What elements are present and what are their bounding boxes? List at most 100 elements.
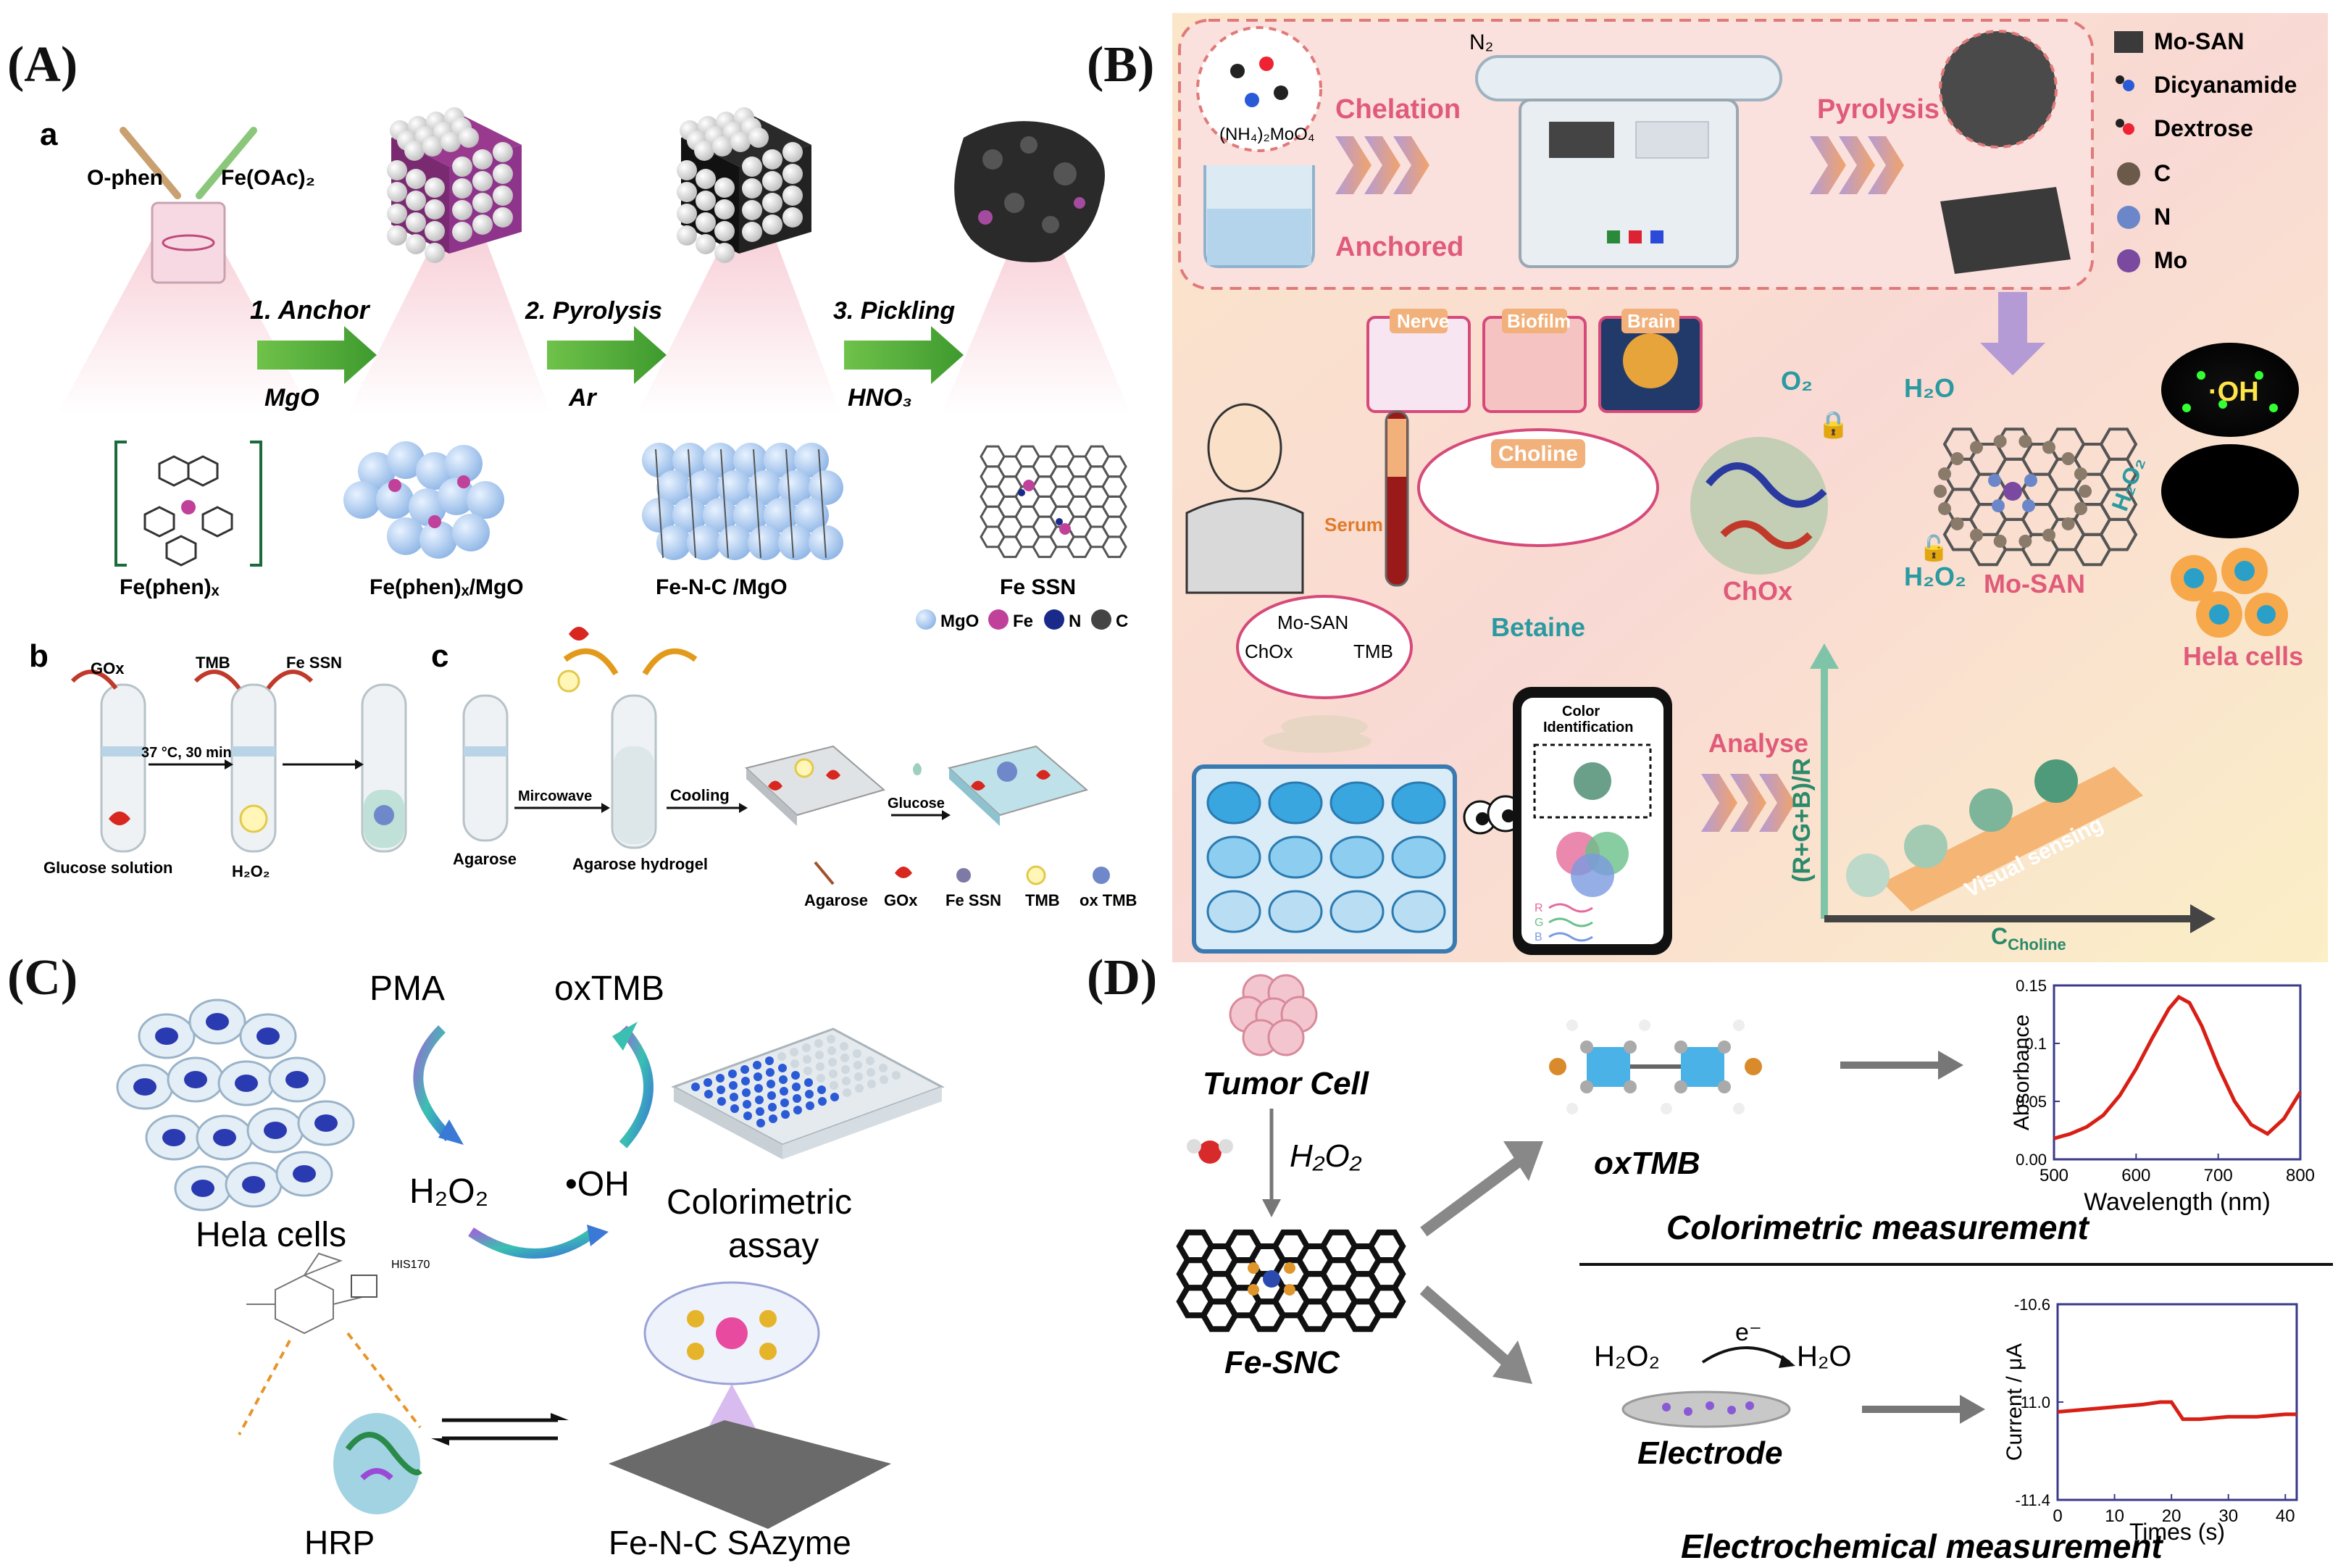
c-h2o2-label: H₂O₂ [409,1172,488,1211]
choline-label: Choline [1498,442,1578,466]
precursor-beaker [1196,26,1322,268]
x-tick-label: 10 [2105,1506,2124,1526]
step3-bottom: HNO₃ [848,384,912,412]
pyrolysis-label: Pyrolysis [1817,94,1940,125]
legend-mo: Mo [2154,247,2187,273]
sub-label-a: a [40,117,58,152]
hela-cells-cluster [116,998,355,1212]
porous-carbon [954,121,1105,262]
b-glucose-solution: Glucose solution [43,859,172,877]
oh-fluorescence [2161,343,2299,538]
chart-line [2053,994,2302,1140]
panel-b-legend [2114,31,2143,272]
fe-n-c-mgo-spheres [642,443,843,560]
step-arrow-2 [547,326,667,384]
o2-label: O₂ [1781,366,1813,396]
x-tick-label: 600 [2121,1166,2150,1185]
x-tick-label: 500 [2040,1166,2068,1185]
oxtmb-molecule [1549,1019,1762,1114]
b-fessn: Fe SSN [286,654,342,672]
step1-bottom: MgO [264,384,320,412]
svg-text:C: C [1116,612,1128,631]
x-tick-label: 0 [2053,1506,2062,1526]
visual-sensing-axes [1810,643,2216,933]
structure-label-2: Fe(phen)ₓ/MgO [370,575,524,599]
rgb-g: G [1535,917,1543,929]
color-id-2: Identification [1543,720,1633,735]
c-legend-oxtmb: ox TMB [1080,891,1137,909]
cur-ylabel: Current / μA [2003,1343,2026,1461]
legend-dicyanamide: Dicyanamide [2154,72,2297,98]
abs-ylabel: Absorbance [2010,1014,2034,1130]
reaction-beaker [120,127,257,284]
b-gox: GOx [91,659,125,677]
y-tick-label: 0.15 [2016,977,2047,995]
fe-phen-mgo-spheres [343,441,504,559]
precursor-label: (NH₄)₂MoO₄ [1219,125,1315,144]
c-legend [814,861,1110,885]
c-colorimetric-2: assay [728,1227,819,1265]
analyse-chevrons [1701,774,1795,832]
analyse-label: Analyse [1708,728,1808,758]
svg-text:Fe: Fe [1013,612,1033,631]
panel-label-b: (B) [1087,37,1155,93]
his-label: HIS170 [391,1259,430,1271]
panel-label-d: (D) [1087,950,1158,1006]
d-h2o2-label: H₂O₂ [1290,1138,1362,1174]
c-legend-gox: GOx [884,891,918,909]
step2-bottom: Ar [568,384,598,412]
c-agarose: Agarose [453,850,517,868]
c-legend-tmb: TMB [1025,891,1060,909]
legend-c: C [2154,160,2171,186]
hela-label: Hela cells [2183,641,2303,671]
anchored-label: Anchored [1335,232,1464,262]
panel-b-diagram: (NH₄)₂MoO₄ Chelation Anchored N₂ Pyrolys… [1172,13,2328,962]
c-hela-label: Hela cells [196,1216,346,1254]
tissue-nerve: Nerve [1397,310,1449,332]
ophen-label: O-phen [87,166,163,190]
x-tick-label: 40 [2276,1506,2295,1526]
step-arrow-1 [257,326,377,384]
y-tick-label: -11.4 [2015,1491,2050,1509]
electron-arrow [1701,1346,1791,1364]
rgb-b: B [1535,931,1542,943]
legend-dextrose: Dextrose [2154,115,2253,141]
c-oxtmb-label: oxTMB [554,969,664,1008]
o2-lock: 🔒 [1817,409,1850,439]
fesnc-label: Fe-SNC [1224,1345,1340,1380]
mo-san-sheet [1939,30,2071,274]
structure-label-4: Fe SSN [1000,575,1076,599]
panel-c-diagram: Hela cells PMA oxTMB H₂O₂ •OH Colorimetr… [116,969,945,1561]
h2o-molecule [1187,1139,1233,1164]
x-tick-label: 20 [2162,1506,2182,1526]
serum-label: Serum [1324,514,1383,535]
hrp-structure [238,1252,422,1514]
d-oxtmb-label: oxTMB [1594,1146,1700,1181]
structure-label-1: Fe(phen)ₓ [120,575,220,599]
h2o-label: H₂O [1904,373,1955,403]
h2o2-label: H₂O₂ [1904,562,1966,591]
color-id-1: Color [1562,704,1600,720]
oh-label: ·OH [2208,377,2259,407]
choline-bubble [1417,428,1659,547]
legend-n: N [2154,204,2171,230]
cycle-arrows [413,1022,654,1259]
chelation-label: Chelation [1335,94,1461,125]
electrochemical-label: Electrochemical measurement [1681,1527,2163,1565]
y-axis-label: (R+G+B)/R [1788,758,1816,883]
y-tick-label: 0.00 [2016,1151,2047,1169]
tube-furnace [1475,55,1782,268]
svg-text:MgO: MgO [940,612,979,631]
c-well-plate [671,1027,945,1159]
y-tick-label: 0.1 [2024,1035,2047,1053]
chox-enzyme [1690,437,1828,575]
sensor-tmb: TMB [1353,641,1393,662]
mo-san-lattice [1934,428,2138,567]
chelation-chevrons [1335,136,1429,194]
serum-tube [1385,410,1409,587]
y-tick-label: 0.05 [2016,1093,2047,1111]
d-reaction-right: H₂O [1797,1340,1852,1372]
structure-label-3: Fe-N-C /MgO [656,575,788,599]
y-tick-label: -10.6 [2014,1296,2050,1314]
c-cooling: Cooling [670,786,730,804]
